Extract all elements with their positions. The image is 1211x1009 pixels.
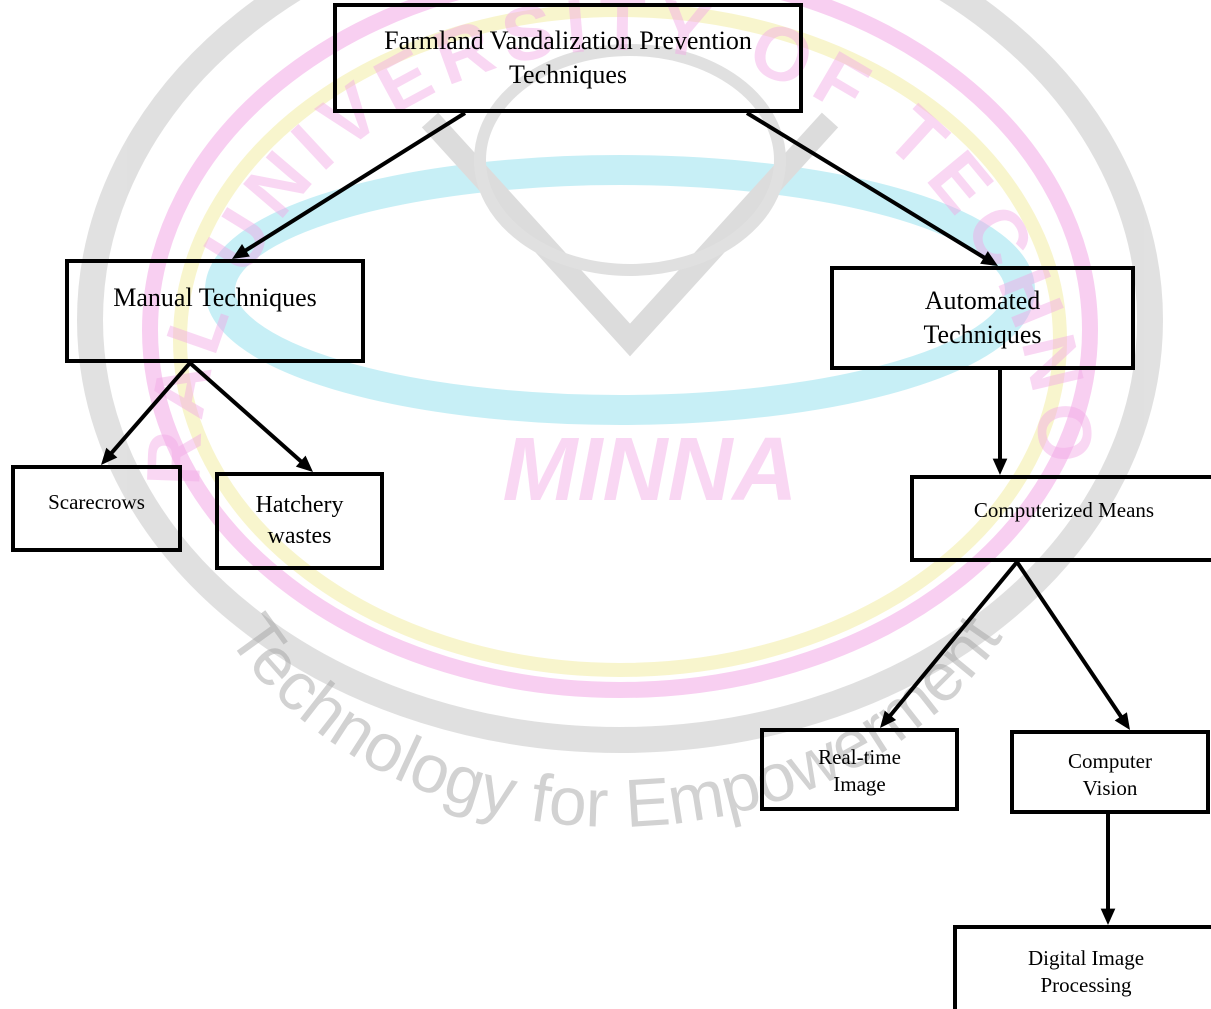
- node-label: Computerized Means: [973, 498, 1155, 522]
- arrow-shaft: [243, 111, 467, 254]
- node-label: Computer Vision: [1068, 749, 1152, 801]
- arrow-root-to-automated: [745, 111, 998, 266]
- watermark-ring-magenta: [142, 0, 1098, 698]
- node-label: Manual Techniques: [113, 283, 317, 312]
- watermark-emblem: [421, 112, 839, 357]
- node-label: Real-time Image: [818, 745, 901, 797]
- node-hatchery-wastes: Hatchery wastes: [215, 472, 384, 570]
- node-farmland-vandalization-prevention-techniques: Farmland Vandalization Prevention Techni…: [333, 3, 803, 113]
- arrow-manual-to-hatchery: [188, 361, 313, 472]
- node-computerized-means: Computerized Means: [910, 475, 1211, 562]
- arrow-head: [980, 251, 998, 266]
- node-label: Automated Techniques: [923, 286, 1042, 349]
- watermark-ring-yellow: [173, 3, 1067, 677]
- arrow-shaft: [1015, 560, 1124, 720]
- arrow-shaft: [108, 361, 192, 456]
- arrow-root-to-manual: [232, 111, 467, 259]
- watermark-ring-cyan: [205, 155, 1035, 425]
- node-automated-techniques: Automated Techniques: [830, 266, 1135, 370]
- arrow-automated-to-computerized: [992, 370, 1008, 475]
- node-label: Farmland Vandalization Prevention Techni…: [384, 26, 752, 89]
- node-label: Hatchery wastes: [255, 491, 344, 549]
- node-scarecrows: Scarecrows: [11, 465, 182, 552]
- watermark-ring-gray: [77, 0, 1163, 753]
- arrow-head: [1114, 712, 1130, 730]
- watermark-knot: [474, 44, 786, 276]
- watermark-city: MINNA: [503, 420, 798, 520]
- arrow-head: [232, 244, 250, 259]
- node-manual-techniques: Manual Techniques: [65, 259, 365, 363]
- arrow-shaft: [188, 361, 304, 464]
- node-computer-vision: Computer Vision: [1010, 730, 1210, 814]
- arrow-shaft: [887, 560, 1019, 719]
- node-digital-image-processing: Digital Image Processing: [953, 925, 1211, 1009]
- node-label: Scarecrows: [48, 490, 145, 514]
- arrow-computerized-to-realtime: [880, 560, 1019, 728]
- arrow-head: [1100, 908, 1116, 925]
- arrow-head: [992, 458, 1008, 475]
- node-real-time-image: Real-time Image: [760, 728, 959, 811]
- arrow-head: [295, 455, 313, 472]
- arrow-head: [101, 447, 118, 465]
- node-label: Digital Image Processing: [1027, 946, 1145, 998]
- arrow-head: [880, 710, 897, 728]
- arrow-manual-to-scarecrows: [101, 361, 192, 465]
- arrow-shaft: [745, 111, 987, 261]
- arrow-computerized-to-vision: [1015, 560, 1130, 730]
- arrow-vision-to-dip: [1100, 814, 1116, 925]
